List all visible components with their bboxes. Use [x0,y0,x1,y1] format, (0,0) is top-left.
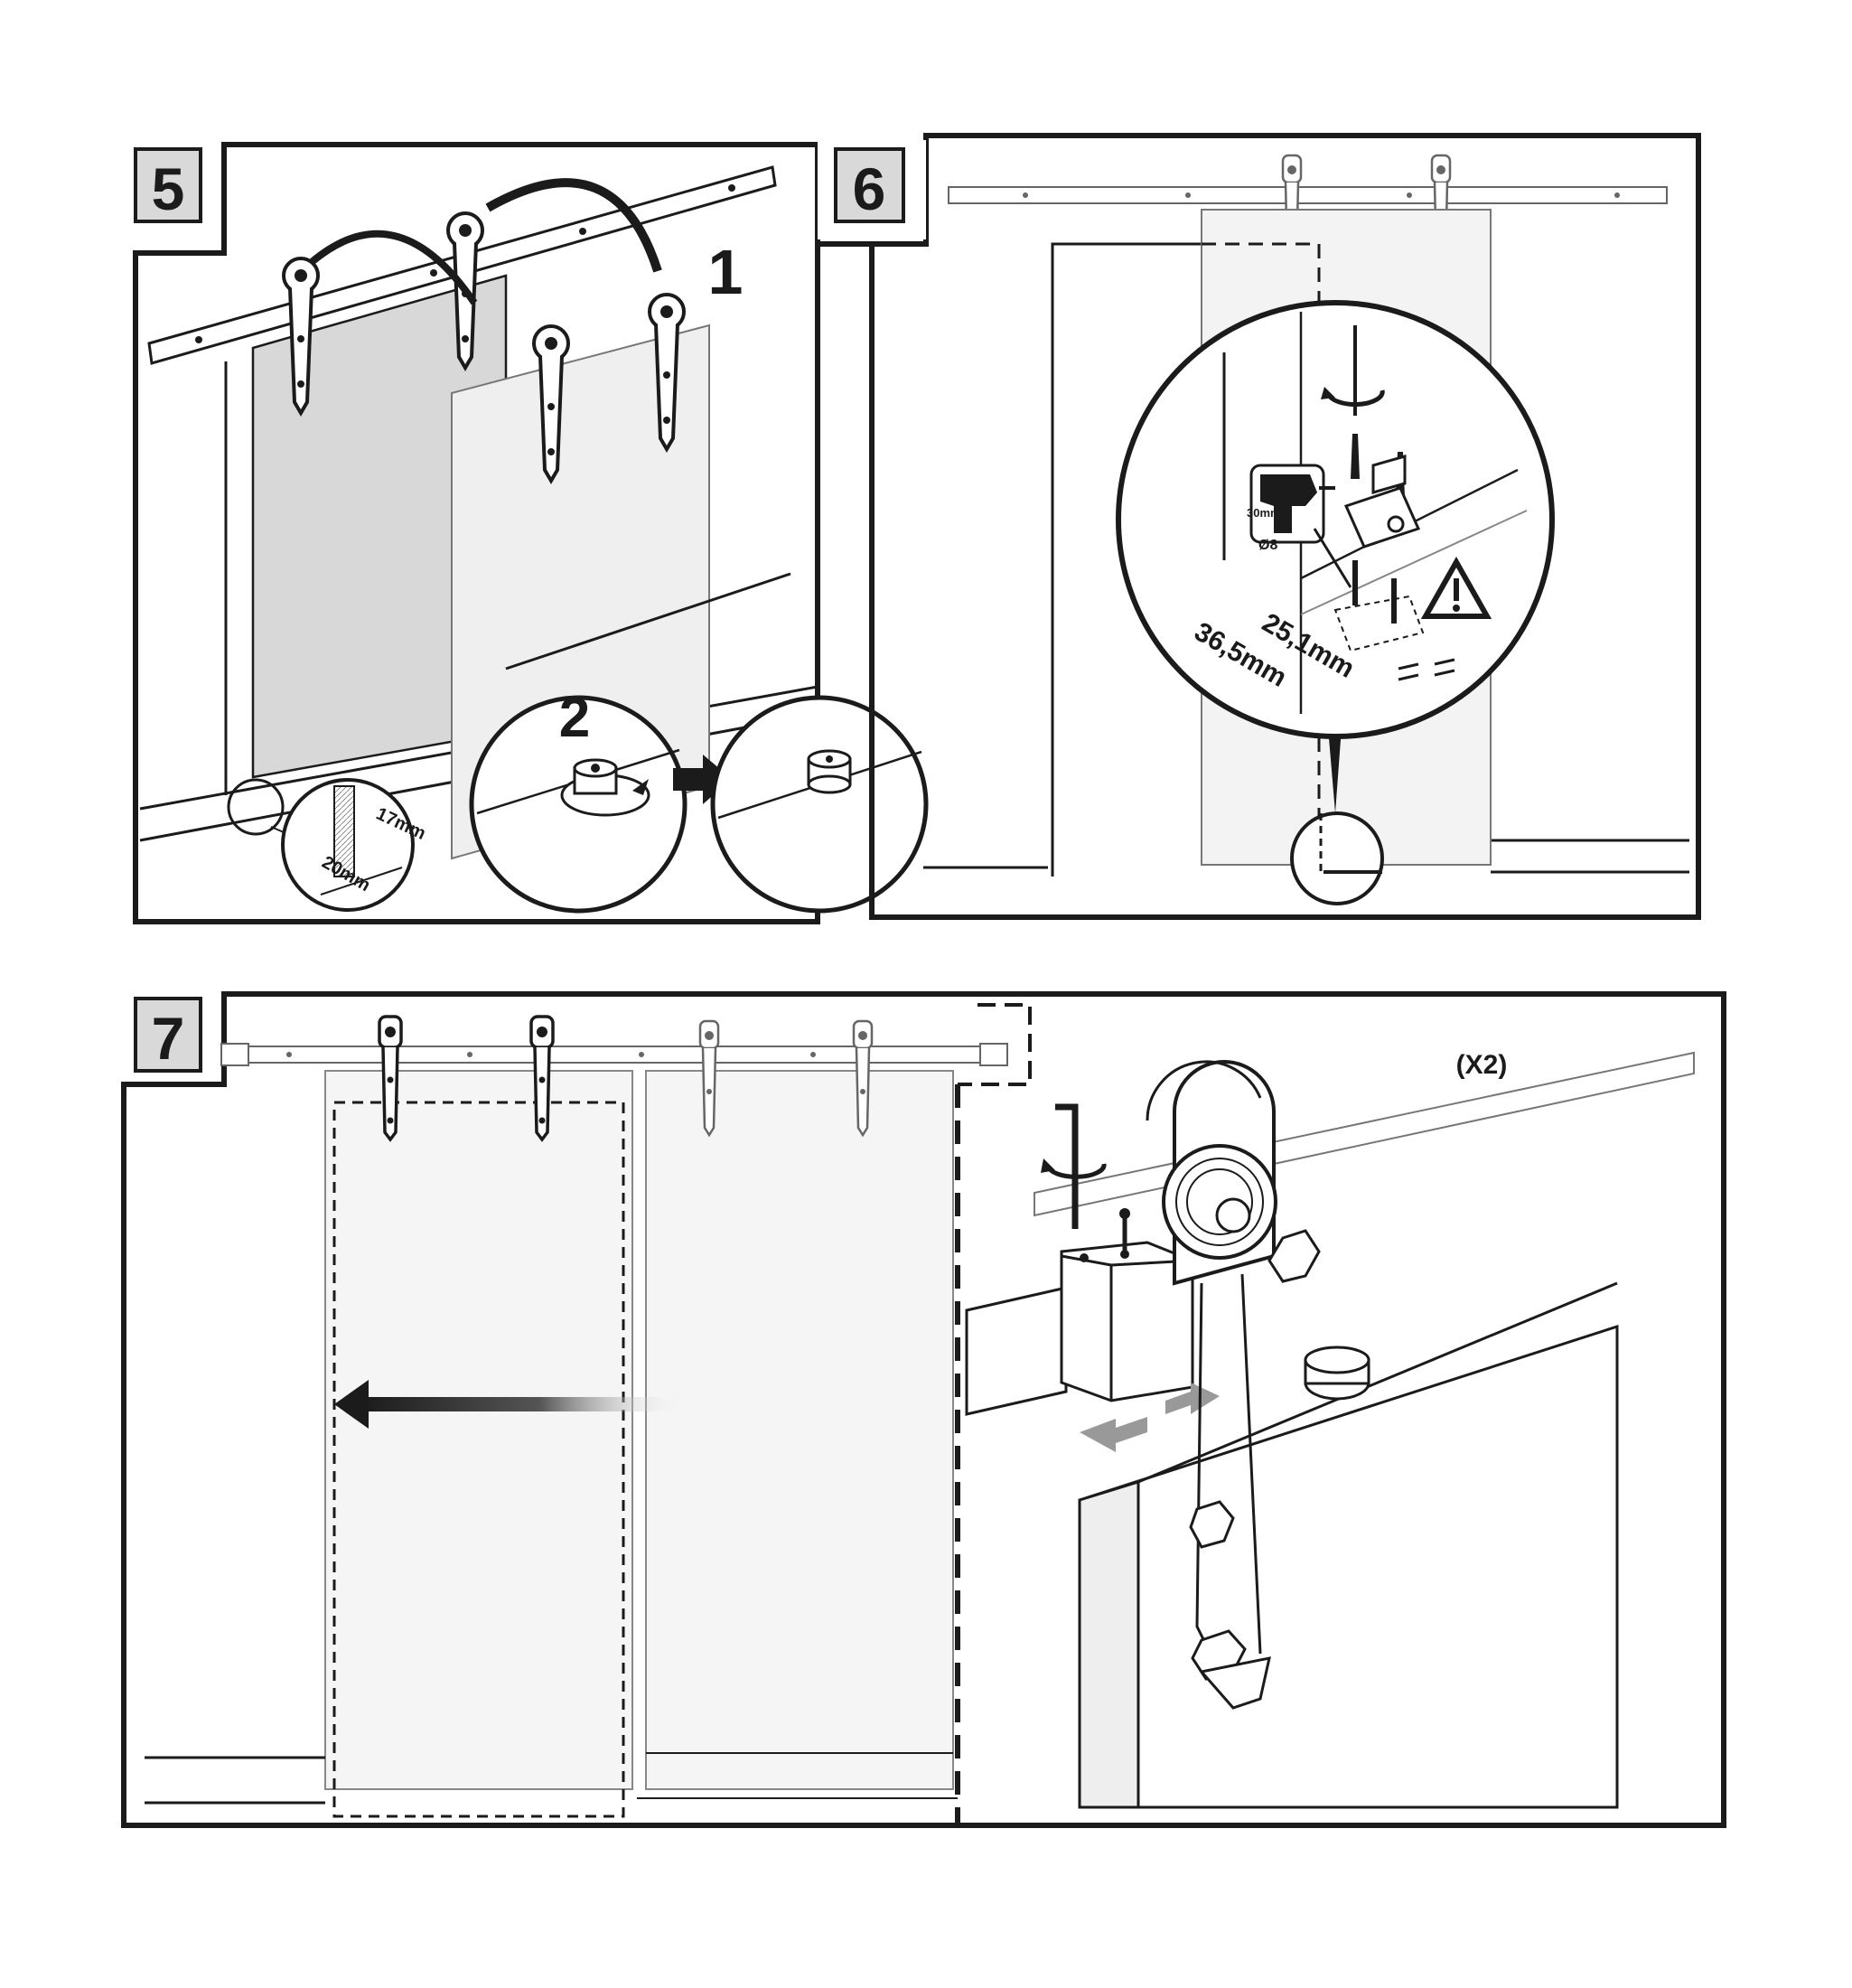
step-7-panel: 7 (X2) [121,991,1726,1828]
step-6-panel: 6 [818,133,1701,920]
hex-key-icon [1055,1103,1079,1229]
step-5-panel: 5 1 [133,142,929,924]
step-5-sub-2: 2 [559,687,590,749]
zoom-floor-guide-before: 2 [469,687,687,914]
zoom-floor-guide-after [710,695,929,914]
step-7-door-left [324,1070,633,1790]
rotate-arrow-icon [632,779,649,795]
rotate-arrow-icon-6 [1325,389,1385,408]
step-5-badge [134,147,202,223]
anti-jump-detail [965,1051,1695,1809]
step-6-number: 6 [853,155,886,222]
zoom-floor-dimensions: 17mm 20mm [281,778,429,912]
step-6-badge [834,147,905,223]
step-7-number: 7 [152,1005,185,1072]
step-6-rail [948,186,1668,204]
step-6-frame [818,133,1701,920]
right-arrow-icon [673,755,732,804]
floor-guide-marker [227,778,285,836]
left-arrow-icon [334,1380,687,1429]
step-7-badge [134,997,202,1073]
arc-arrow-1 [309,230,478,305]
warning-triangle-icon [1420,556,1492,619]
floor-guide-marker-6 [1290,811,1384,905]
zoom-drill-detail: 30mm Ø8 25,1mm 36,5mm [1116,300,1555,739]
drill-icon: 30mm Ø8 [1247,464,1335,553]
step-7-rail [220,1043,1008,1066]
step-5-sub-1: 1 [708,237,744,307]
step-7-door-right [645,1070,954,1790]
arc-arrow-2 [485,178,662,273]
step-7-frame [121,991,1726,1828]
drill-depth: 30mm [1247,506,1281,520]
step-5-number: 5 [152,155,185,222]
drill-diameter: Ø8 [1258,538,1277,553]
quantity-label: (X2) [1456,1050,1508,1080]
